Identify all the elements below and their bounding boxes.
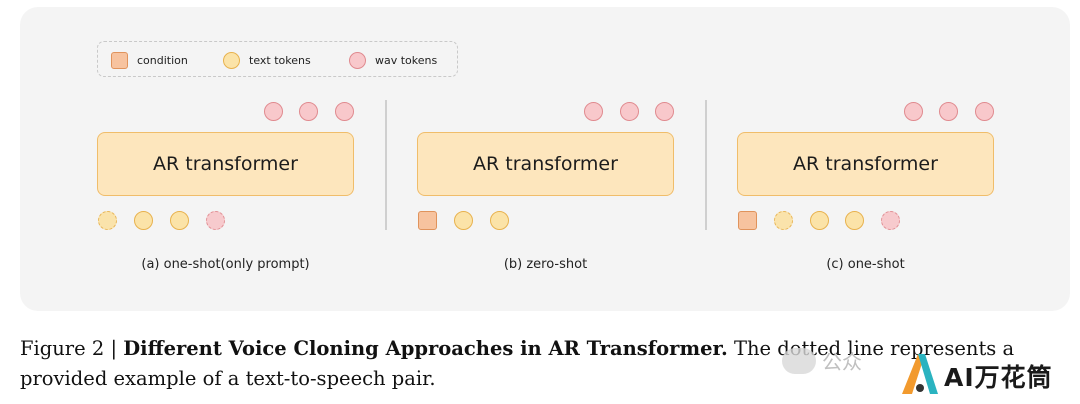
legend-label-wav-tokens: wav tokens	[375, 53, 438, 67]
wav-token-output-icon	[939, 102, 958, 121]
legend: condition text tokens wav tokens	[97, 41, 458, 77]
watermark-text: 公众	[822, 350, 862, 374]
wav-token-output-icon	[299, 102, 318, 121]
wechat-icon	[782, 347, 816, 374]
legend-item-text-tokens: text tokens	[223, 50, 311, 70]
wav-token-swatch-icon	[349, 51, 366, 69]
text-token-icon	[454, 211, 473, 230]
panel-caption-b: (b) zero-shot	[503, 257, 588, 272]
legend-item-condition: condition	[111, 50, 188, 70]
ar-transformer-block-c: AR transformer	[737, 132, 994, 196]
legend-item-wav-tokens: wav tokens	[349, 50, 437, 70]
text-token-icon	[845, 211, 864, 230]
wav-token-output-icon	[335, 102, 354, 121]
panel-divider	[705, 100, 707, 230]
wav-token-output-icon	[264, 102, 283, 121]
panel-caption-c: (c) one-shot	[826, 257, 905, 272]
panel-caption-a: (a) one-shot(only prompt)	[141, 257, 310, 272]
legend-label-condition: condition	[137, 53, 188, 67]
panel-divider	[385, 100, 387, 230]
wav-token-output-icon	[975, 102, 994, 121]
logo-mark-icon	[902, 354, 938, 394]
prompt-text-token-icon	[98, 211, 117, 230]
text-token-icon	[810, 211, 829, 230]
prompt-wav-token-icon	[881, 211, 900, 230]
text-token-icon	[170, 211, 189, 230]
ar-transformer-block-b: AR transformer	[417, 132, 674, 196]
condition-swatch-icon	[111, 51, 128, 69]
text-token-icon	[490, 211, 509, 230]
wav-token-output-icon	[584, 102, 603, 121]
figure-caption-prefix: Figure 2 |	[20, 337, 124, 360]
watermark: 公众	[782, 346, 862, 375]
legend-label-text-tokens: text tokens	[249, 53, 311, 67]
ai-logo: AI万花筒	[898, 348, 1070, 398]
logo-text: AI万花筒	[944, 363, 1053, 392]
wav-token-output-icon	[904, 102, 923, 121]
condition-token-icon	[418, 211, 437, 230]
text-token-swatch-icon	[223, 51, 240, 69]
wav-token-output-icon	[620, 102, 639, 121]
figure-caption-title: Different Voice Cloning Approaches in AR…	[123, 337, 728, 360]
prompt-text-token-icon	[774, 211, 793, 230]
figure-caption: Figure 2 | Different Voice Cloning Appro…	[20, 334, 1070, 394]
ar-transformer-block-a: AR transformer	[97, 132, 354, 196]
figure-caption-body: The dotted line represents a provided ex…	[20, 337, 1015, 390]
prompt-wav-token-icon	[206, 211, 225, 230]
text-token-icon	[134, 211, 153, 230]
wav-token-output-icon	[655, 102, 674, 121]
condition-token-icon	[738, 211, 757, 230]
